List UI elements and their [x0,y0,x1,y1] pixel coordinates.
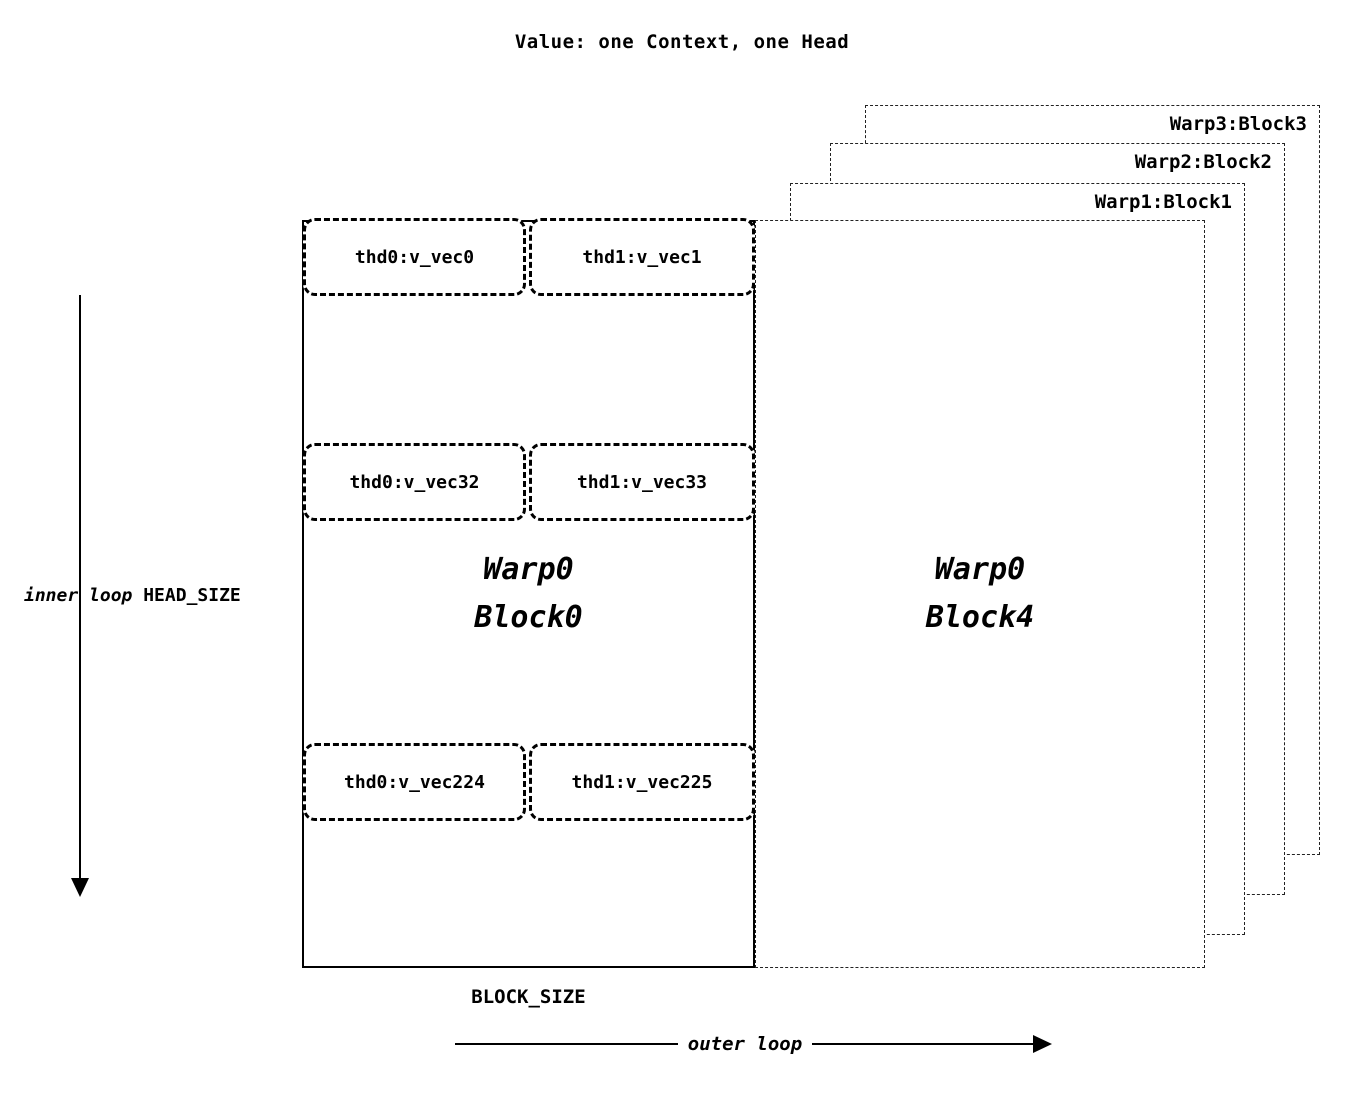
thd-box-v-vec224: thd0:v_vec224 [303,743,526,821]
warp0-block4-label-line2: Block4 [925,600,1035,635]
inner-loop-text: inner loop [24,585,133,606]
block-size-label: BLOCK_SIZE [471,986,586,1008]
thd-box-v-vec1: thd1:v_vec1 [529,218,755,296]
inner-loop-arrow-line [79,295,81,880]
inner-loop-head-size-label: inner loop HEAD_SIZE [24,585,241,606]
thd-box-v-vec33: thd1:v_vec33 [529,443,755,521]
inner-loop-arrow-head [71,878,89,897]
head-size-text: HEAD_SIZE [143,585,241,606]
outer-loop-arrow-head [1033,1035,1052,1053]
warp0-block4-label-line1: Warp0 [934,552,1026,587]
thd-box-v-vec0: thd0:v_vec0 [303,218,526,296]
diagram-title: Value: one Context, one Head [514,31,850,53]
warp3-block3-label: Warp3:Block3 [1169,113,1307,135]
outer-loop-arrow-line [455,1043,1035,1045]
warp1-block1-label: Warp1:Block1 [1094,191,1232,213]
warp0-block0-label-line2: Block0 [474,600,583,635]
thd-box-v-vec225: thd1:v_vec225 [529,743,755,821]
warp0-block0-label-line1: Warp0 [483,552,574,587]
warp2-block2-label: Warp2:Block2 [1134,151,1272,173]
thd-box-v-vec32: thd0:v_vec32 [303,443,526,521]
warp0-block0-rect: Warp0 Block0 [302,220,755,968]
warp0-block4-rect: Warp0 Block4 [755,220,1205,968]
